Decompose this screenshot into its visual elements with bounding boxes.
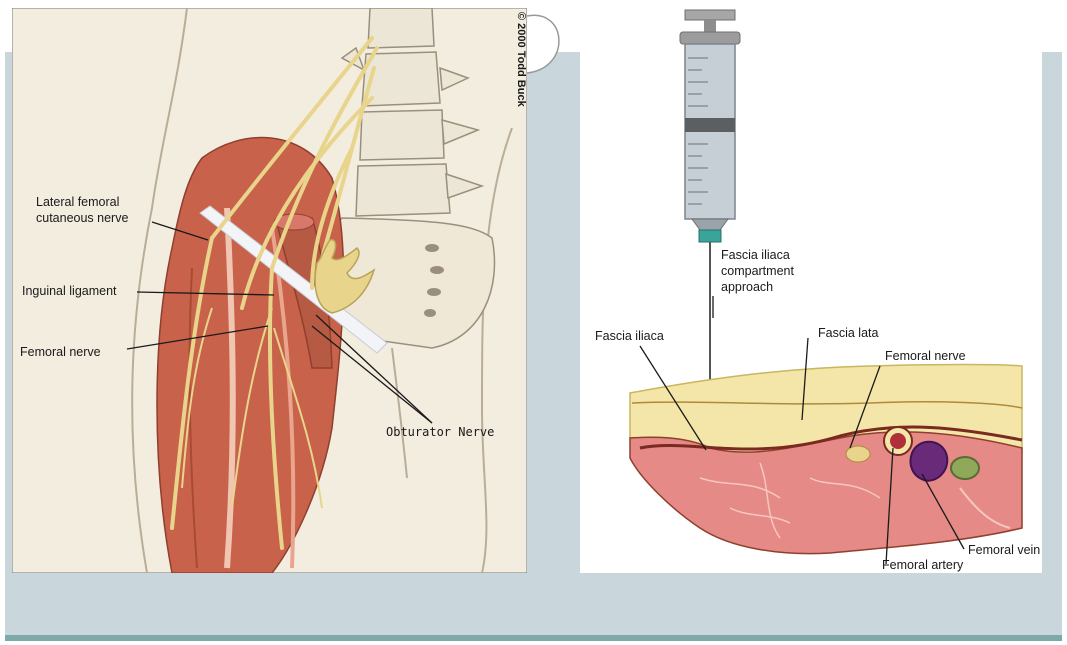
label-approach-line3: approach [721,280,773,295]
label-lateral-femoral-cutaneous-line2: cutaneous nerve [36,211,128,226]
label-obturator-nerve: Obturator Nerve [386,425,494,440]
copyright-text: © 2000 Todd Buck [515,12,527,122]
slide-bottom-bar [5,635,1062,641]
right-cross-section-figure: Fascia iliaca compartment approach Fasci… [580,8,1042,573]
label-fascia-lata: Fascia lata [818,326,878,341]
label-inguinal-ligament: Inguinal ligament [22,284,117,299]
label-femoral-nerve-right: Femoral nerve [885,349,966,364]
copyright-tab [527,8,567,128]
right-cross-section-illustration [580,8,1042,573]
label-femoral-nerve-left: Femoral nerve [20,345,101,360]
label-approach-line2: compartment [721,264,794,279]
label-femoral-artery: Femoral artery [882,558,963,573]
label-approach-line1: Fascia iliaca [721,248,790,263]
label-femoral-vein: Femoral vein [968,543,1040,558]
label-fascia-iliaca: Fascia iliaca [595,329,664,344]
left-anatomy-figure: Lateral femoral cutaneous nerve Inguinal… [12,8,527,573]
label-lateral-femoral-cutaneous-line1: Lateral femoral [36,195,119,210]
